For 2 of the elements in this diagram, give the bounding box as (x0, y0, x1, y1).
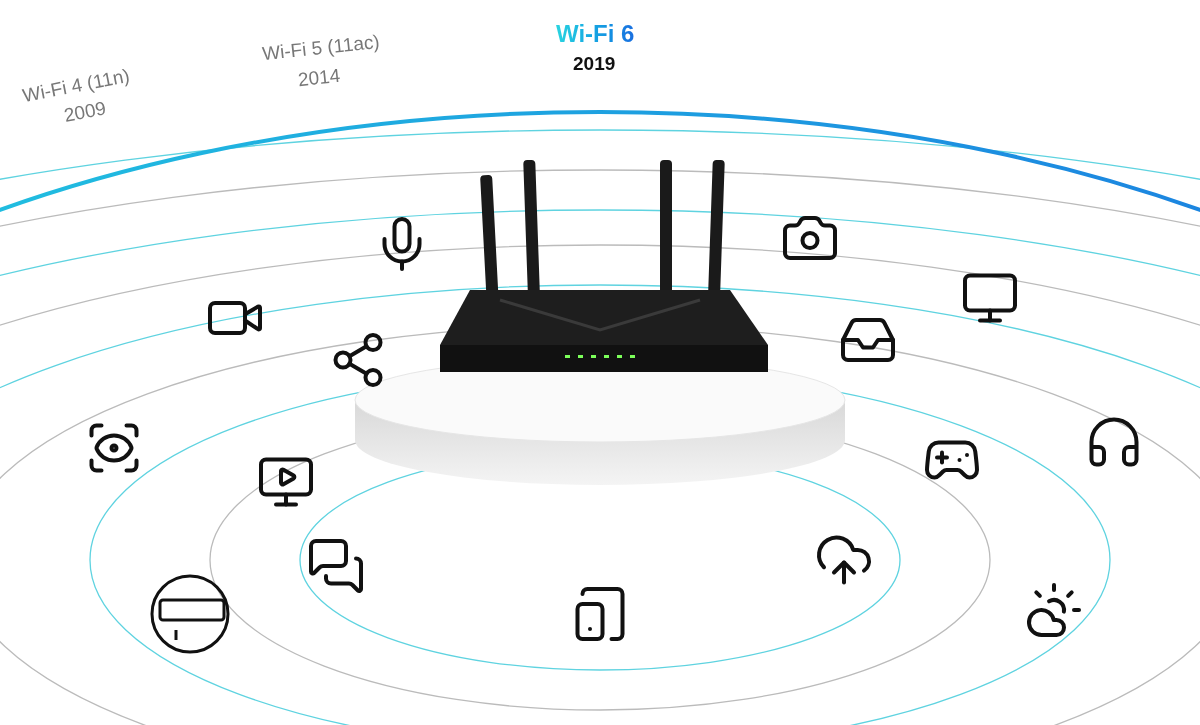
generation-label: 2009 (62, 97, 109, 128)
generation-label: 2019 (573, 52, 616, 76)
